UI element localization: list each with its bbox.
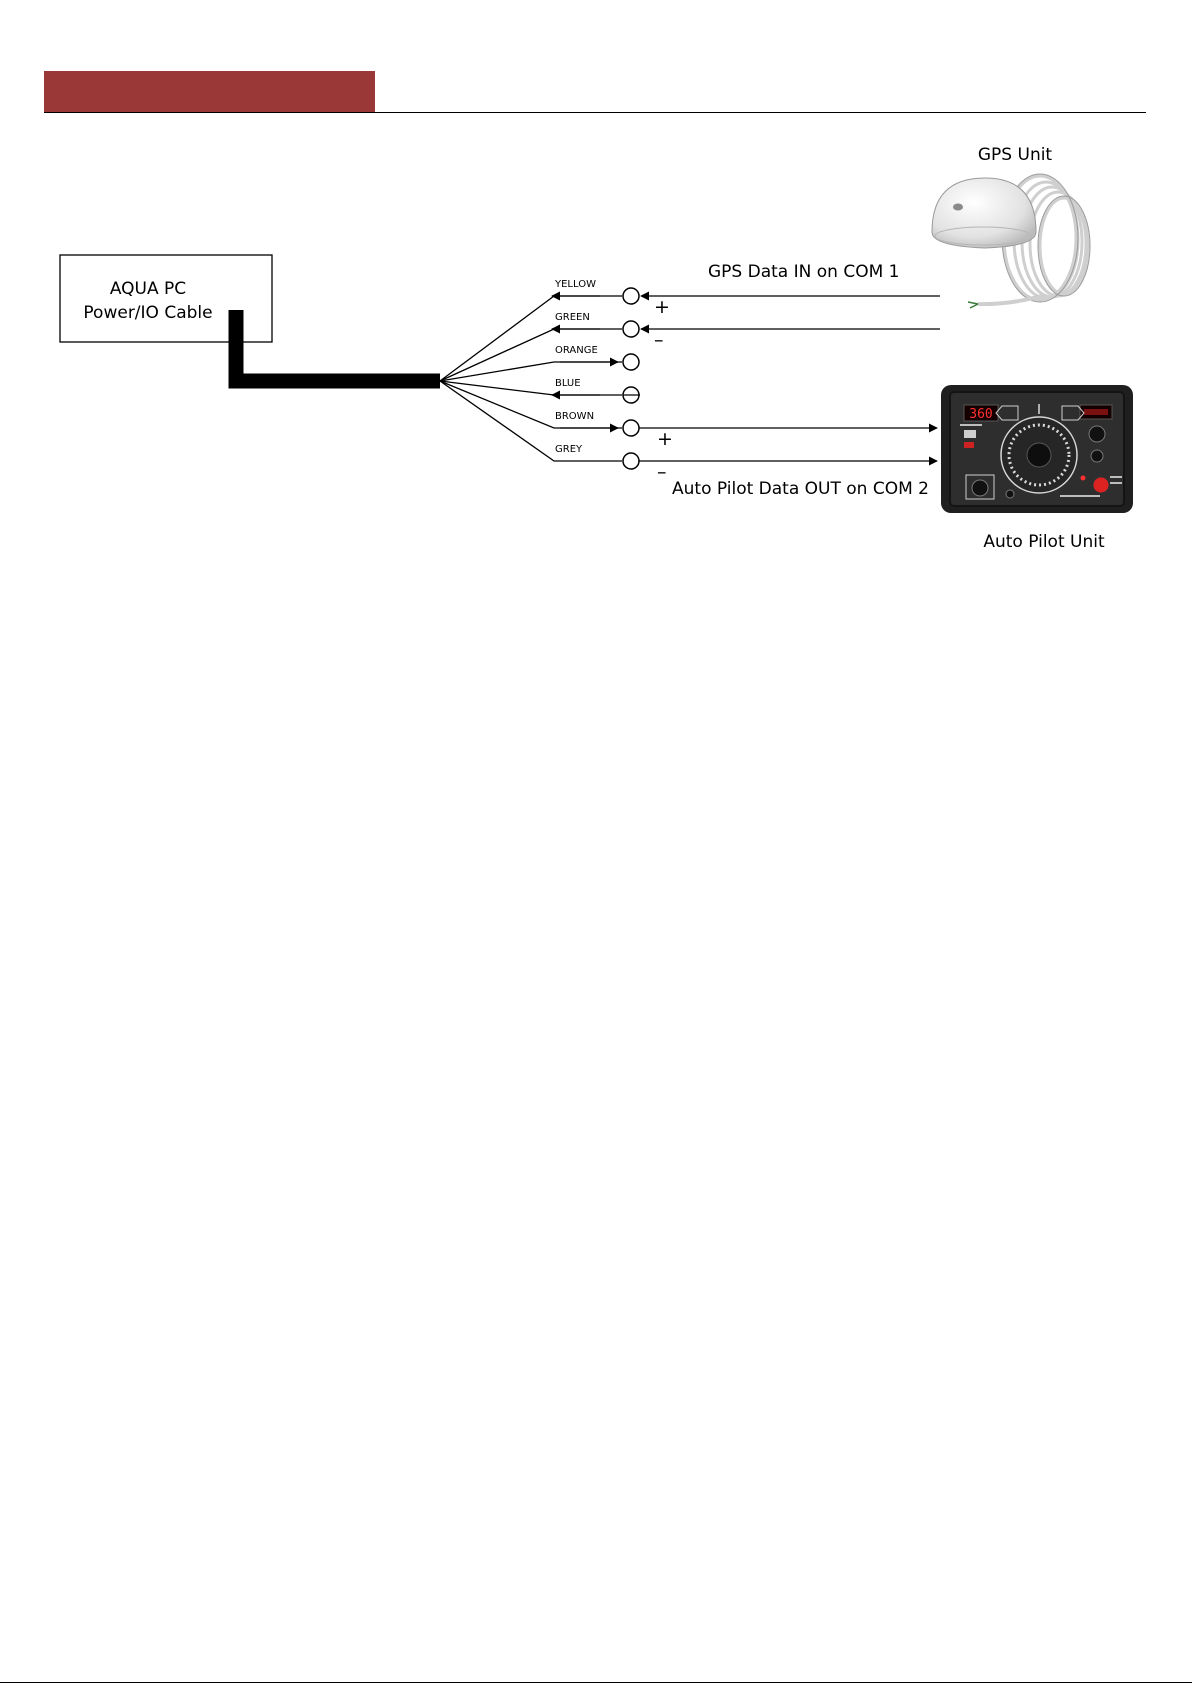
wire-label-green: GREEN [555, 312, 590, 323]
wire-brown [440, 381, 622, 428]
gps-minus-sign: – [654, 329, 664, 351]
main-cable [236, 310, 440, 381]
gps-data-label: GPS Data IN on COM 1 [708, 262, 899, 282]
wire-label-orange: ORANGE [555, 345, 598, 356]
terminal-green [623, 321, 639, 337]
footer-rule [0, 1682, 1192, 1683]
terminal-grey [623, 453, 639, 469]
autopilot-minus-sign: – [657, 461, 667, 483]
pc-box-title: AQUA PC [110, 279, 186, 299]
wire-label-blue: BLUE [555, 378, 581, 389]
autopilot-display-value: 360 [969, 407, 992, 422]
autopilot-plus-sign: + [657, 428, 673, 450]
wire-label-brown: BROWN [555, 411, 594, 422]
autopilot-control-panel-icon: 360 [941, 385, 1133, 513]
gps-unit-title: GPS Unit [978, 145, 1053, 165]
wire-label-grey: GREY [555, 444, 583, 455]
wire-fanout [440, 296, 622, 461]
terminal-yellow [623, 288, 639, 304]
autopilot-data-label: Auto Pilot Data OUT on COM 2 [672, 479, 929, 499]
terminal-brown [623, 420, 639, 436]
pc-box-subtitle: Power/IO Cable [83, 303, 212, 323]
gps-plus-sign: + [654, 296, 670, 318]
terminal-orange [623, 354, 639, 370]
wire-grey [440, 381, 622, 461]
autopilot-unit-title: Auto Pilot Unit [983, 532, 1105, 552]
wire-orange [440, 362, 622, 381]
gps-receiver-icon [932, 174, 1090, 308]
wire-label-yellow: YELLOW [554, 279, 596, 290]
